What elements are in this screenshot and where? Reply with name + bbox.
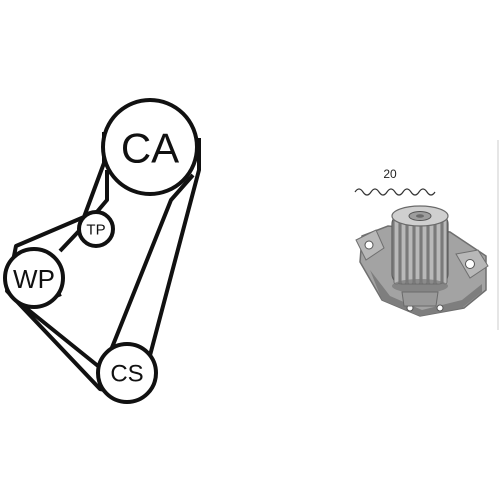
camshaft-pulley: CA	[101, 98, 199, 196]
camshaft-pulley-label: CA	[121, 125, 179, 172]
water-pump-pulley: WP	[3, 247, 65, 309]
left-bolt-hole	[364, 240, 374, 250]
bottom-bolt-hole-right	[436, 304, 444, 312]
crankshaft-pulley: CS	[96, 342, 158, 404]
teeth-count-annotation: 20	[354, 167, 436, 196]
belt-diagram: CA TP WP CS	[3, 98, 201, 404]
teeth-wave-line	[354, 188, 436, 196]
pump-lower-boss	[401, 291, 439, 307]
pump-sprocket	[391, 205, 449, 293]
pump-housing-shadow	[370, 270, 482, 316]
right-bolt-hole	[465, 259, 475, 269]
tensioner-pulley: TP	[77, 210, 115, 248]
teeth-count-label: 20	[383, 167, 397, 181]
water-pump-photo: 20	[354, 167, 489, 317]
tensioner-pulley-label: TP	[86, 222, 105, 239]
water-pump-pulley-label: WP	[13, 264, 55, 294]
crankshaft-pulley-label: CS	[110, 361, 143, 388]
